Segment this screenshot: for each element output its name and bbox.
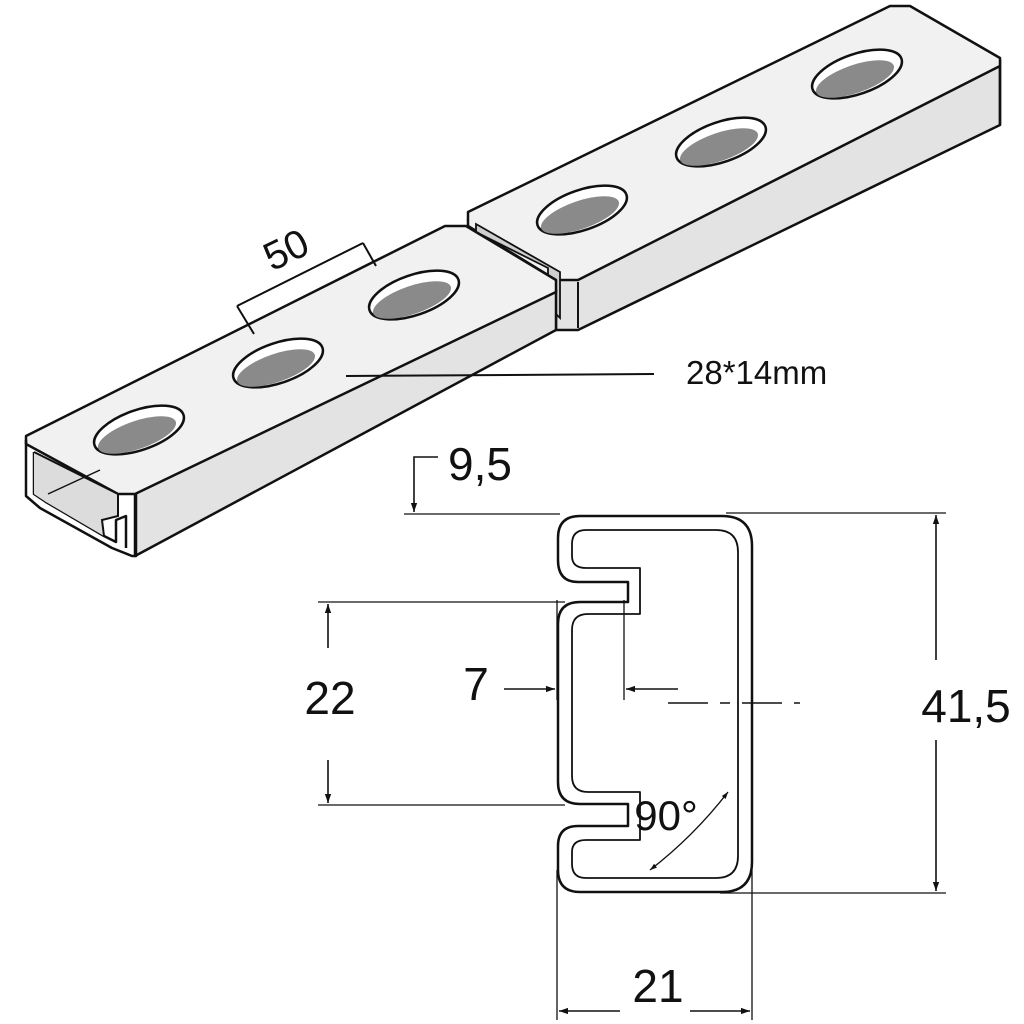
profile-outer-outline xyxy=(556,514,754,894)
lip-thickness-dimension: 9,5 xyxy=(404,438,560,515)
opening-label: 22 xyxy=(304,672,355,724)
width-dimension: 21 xyxy=(556,870,753,1020)
profile-inner-outline xyxy=(571,529,739,879)
slot xyxy=(810,48,904,100)
height-label: 41,5 xyxy=(921,680,1011,732)
height-dimension: 41,5 xyxy=(720,512,1011,894)
back-rail xyxy=(466,4,1002,332)
angle-label: 90° xyxy=(634,792,698,839)
slot xyxy=(367,269,461,321)
front-rail-slots xyxy=(92,269,461,456)
front-rail-end-profile xyxy=(24,440,138,558)
angle-annotation: 90° xyxy=(634,791,729,871)
slot xyxy=(535,184,629,236)
width-label: 21 xyxy=(632,960,683,1012)
slot-depth-label: 7 xyxy=(463,658,489,710)
profile-section xyxy=(556,514,800,894)
slot xyxy=(92,404,186,456)
back-rail-slots xyxy=(535,48,904,236)
opening-dimension: 22 xyxy=(304,601,565,806)
slot xyxy=(231,337,325,389)
slot-size-callout: 28*14mm xyxy=(345,354,827,391)
slot-size-label: 28*14mm xyxy=(686,354,827,391)
slot-depth-dimension: 7 xyxy=(463,600,678,710)
slot xyxy=(674,116,768,168)
front-rail xyxy=(24,224,558,558)
lip-thickness-label: 9,5 xyxy=(448,438,512,490)
